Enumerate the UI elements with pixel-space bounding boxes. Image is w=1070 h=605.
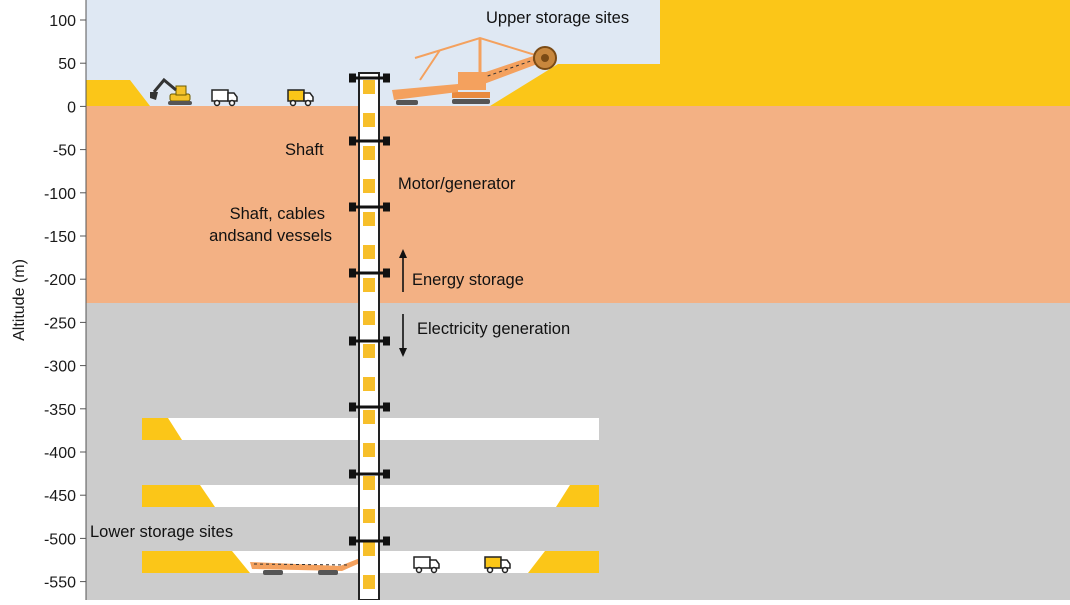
motor-generator-icon	[349, 136, 390, 146]
y-tick-label: -200	[44, 272, 76, 289]
sand-vessel	[363, 311, 375, 325]
sand-vessel	[363, 377, 375, 391]
sand-vessel	[363, 344, 375, 358]
sand-vessel	[363, 278, 375, 292]
y-tick-label: -100	[44, 186, 76, 203]
tunnel-2-sand-left	[142, 485, 215, 507]
energy-storage-label: Energy storage	[412, 271, 524, 289]
sand-vessel	[363, 212, 375, 226]
shaft-cables-label-line2: andsand vessels	[209, 227, 332, 245]
y-axis-label: Altitude (m)	[11, 259, 28, 341]
lower-conveyor-icon	[250, 558, 360, 575]
motor-generators	[349, 73, 390, 546]
y-tick-label: -300	[44, 359, 76, 376]
motor-generator-icon	[349, 73, 390, 83]
y-tick-label: 50	[58, 56, 76, 73]
sand-vessel	[363, 509, 375, 523]
sand-vessel	[363, 410, 375, 424]
y-tick-label: -500	[44, 531, 76, 548]
y-tick-label: -450	[44, 488, 76, 505]
truck-icon-upper-white	[211, 89, 238, 107]
shaft-label: Shaft	[285, 141, 324, 159]
shaft-cables-label-line1: Shaft, cables	[230, 205, 325, 223]
sand-vessel	[363, 146, 375, 160]
truck-icon-upper-yellow	[287, 89, 314, 107]
y-tick-label: 0	[67, 99, 76, 116]
truck-icon-lower-white	[413, 556, 440, 574]
sand-vessel	[363, 443, 375, 457]
motor-generator-icon	[349, 536, 390, 546]
y-tick-label: 100	[49, 13, 76, 30]
sand-vessels	[363, 80, 375, 589]
bucket-wheel-excavator-icon	[392, 36, 557, 105]
tunnel-2-sand-right	[556, 485, 599, 507]
motor-generator-icon	[349, 402, 390, 412]
tunnel-3-sand-left	[142, 551, 250, 573]
motor-generator-icon	[349, 268, 390, 278]
upper-sand-pile	[490, 0, 1070, 106]
sand-vessel	[363, 575, 375, 589]
soil-layer	[86, 106, 1070, 303]
electricity-generation-label: Electricity generation	[417, 320, 570, 338]
sand-vessel	[363, 179, 375, 193]
y-tick-label: -400	[44, 445, 76, 462]
sand-vessel	[363, 113, 375, 127]
tunnel-1-sand	[142, 418, 182, 440]
y-tick-label: -350	[44, 402, 76, 419]
y-axis-ticks: 100 50 0 -50 -100 -150 -200 -250 -300 -350 -400 -45…	[44, 13, 86, 592]
sand-vessel	[363, 542, 375, 556]
y-tick-label: -150	[44, 229, 76, 246]
motor-generator-icon	[349, 202, 390, 212]
motor-generator-icon	[349, 469, 390, 479]
y-tick-label: -50	[53, 143, 76, 160]
sand-vessel	[363, 476, 375, 490]
upper-storage-label: Upper storage sites	[486, 9, 629, 27]
motor-generator-icon	[349, 336, 390, 346]
sand-vessel	[363, 80, 375, 94]
y-tick-label: -550	[44, 575, 76, 592]
sand-vessel	[363, 245, 375, 259]
rock-layer	[86, 303, 1070, 600]
electricity-generation-arrow-icon	[399, 314, 407, 357]
motor-generator-label: Motor/generator	[398, 175, 516, 193]
energy-storage-arrow-icon	[399, 249, 407, 292]
tunnel-3-sand-right	[528, 551, 599, 573]
y-tick-label: -250	[44, 315, 76, 332]
left-sand-mound	[86, 80, 150, 106]
truck-icon-lower-yellow	[484, 556, 511, 574]
excavator-icon	[150, 77, 192, 105]
lower-storage-label: Lower storage sites	[90, 523, 233, 541]
